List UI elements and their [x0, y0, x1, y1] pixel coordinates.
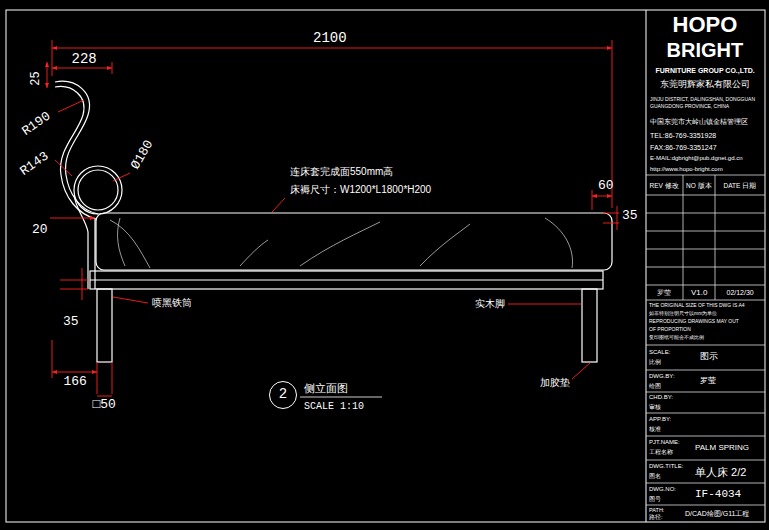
dimension-text: R190	[19, 109, 53, 139]
table-label: 图名	[649, 473, 661, 480]
company-name: FURNITURE GROUP CO.,LTD.	[656, 67, 755, 75]
company-name: 东莞明辉家私有限公司	[660, 80, 750, 90]
note-text: 喷黑铁筒	[152, 297, 192, 308]
dimension-text: 35	[63, 315, 79, 329]
table-cell: 罗莹	[700, 377, 716, 386]
table-cell: D/CAD绘图/G11工程	[685, 510, 749, 518]
address-text: JINJU DISTRICT, DALINGSHAN, DONGGUAN	[650, 97, 755, 103]
table-label: 核准	[649, 426, 661, 433]
dimension-text: □50	[93, 398, 116, 412]
table-note: REPRODUCING DRAWINGS MAY OUT	[649, 319, 739, 325]
table-cell: 图示	[700, 352, 718, 362]
table-note: 如非特别注明尺寸以mm为单位	[649, 311, 717, 317]
view-number: 2	[279, 387, 287, 402]
table-note: THE ORIGINAL SIZE OF THIS DWG IS A4	[649, 303, 745, 309]
dimension-text: 228	[72, 52, 97, 67]
view-number-circle: 2	[269, 381, 297, 409]
dimension-text: Ø180	[128, 138, 156, 172]
table-label: CHD.BY:	[649, 394, 673, 401]
table-label: DWG.NO:	[649, 486, 676, 493]
table-cell: 单人床 2/2	[695, 466, 746, 478]
view-title-underline	[300, 397, 382, 398]
dimension-text: 35	[622, 209, 638, 223]
contact-text: http://www.hopo-bright.com	[650, 166, 723, 173]
address-text: GUANGDONG PROVINCE, CHINA	[650, 104, 729, 110]
table-header: NO 版本	[686, 182, 712, 189]
contact-text: TEL:86-769-3351928	[650, 132, 716, 140]
dimension-text: 25	[30, 71, 43, 85]
table-label: PJT.NAME:	[649, 439, 680, 446]
table-cell: IF-4034	[695, 488, 741, 500]
table-header: DATE 日期	[724, 182, 757, 189]
table-label: 工程名称	[649, 449, 673, 456]
table-note: OF PROPORTION	[649, 327, 691, 333]
table-label: PATH:	[649, 507, 664, 513]
table-note: 复印图纸可能会不成比例	[649, 335, 704, 341]
dimension-lines	[47, 40, 619, 396]
table-label: 比例	[649, 359, 661, 366]
note-text: 床褥尺寸：W1200*L1800*H200	[290, 184, 431, 195]
address-text: 中国东莞市大岭山镇金桔管理区	[650, 118, 748, 126]
contact-text: E-MAIL:dgbright@pub.dgnet.gd.cn	[650, 155, 742, 162]
headboard-scroll	[55, 81, 122, 289]
table-label: 图号	[649, 496, 661, 503]
note-text: 连床套完成面550mm高	[290, 166, 393, 177]
view-scale: SCALE 1:10	[304, 401, 364, 412]
table-cell: 02/12/30	[727, 289, 754, 297]
dimension-text: R143	[17, 149, 51, 179]
table-label: 绘图	[649, 383, 661, 390]
table-label: 路径:	[649, 514, 663, 520]
table-cell: 罗莹	[657, 289, 671, 297]
table-label: DWG.BY:	[649, 373, 675, 380]
table-cell: V1.0	[691, 289, 707, 298]
view-title: 侧立面图	[304, 382, 348, 394]
dimension-text: 166	[64, 375, 87, 389]
table-label: DWG.TITLE:	[649, 463, 683, 470]
dimension-text: 2100	[313, 31, 347, 46]
note-text: 实木脚	[475, 298, 505, 309]
table-label: APP.BY:	[649, 416, 671, 423]
drawing-frame	[6, 10, 765, 522]
table-header: REV 修改	[650, 182, 679, 189]
dimension-text: 60	[598, 179, 614, 193]
company-logo: BRIGHT	[667, 39, 744, 61]
title-block-grid	[646, 175, 765, 505]
mattress	[96, 213, 612, 270]
table-label: 审核	[649, 404, 661, 411]
table-cell: PALM SPRING	[695, 444, 749, 453]
bed-frame	[90, 271, 603, 362]
note-text: 加胶垫	[540, 377, 570, 388]
table-label: SCALE:	[649, 349, 670, 356]
company-logo: HOPO	[673, 13, 738, 37]
dimension-text: 20	[32, 223, 48, 237]
contact-text: FAX:86-769-3351247	[650, 144, 717, 152]
